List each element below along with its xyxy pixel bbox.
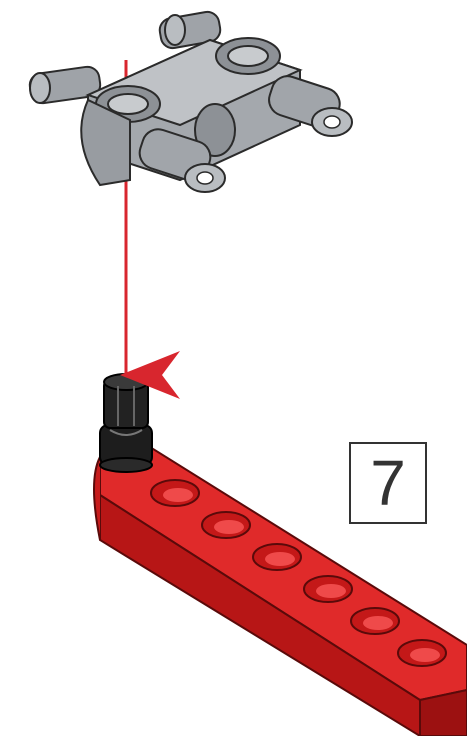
step-number-box: 7 [349,442,427,524]
cross-block-connector-icon [28,10,352,192]
black-friction-pin-icon [100,374,152,472]
step-number: 7 [370,451,406,515]
